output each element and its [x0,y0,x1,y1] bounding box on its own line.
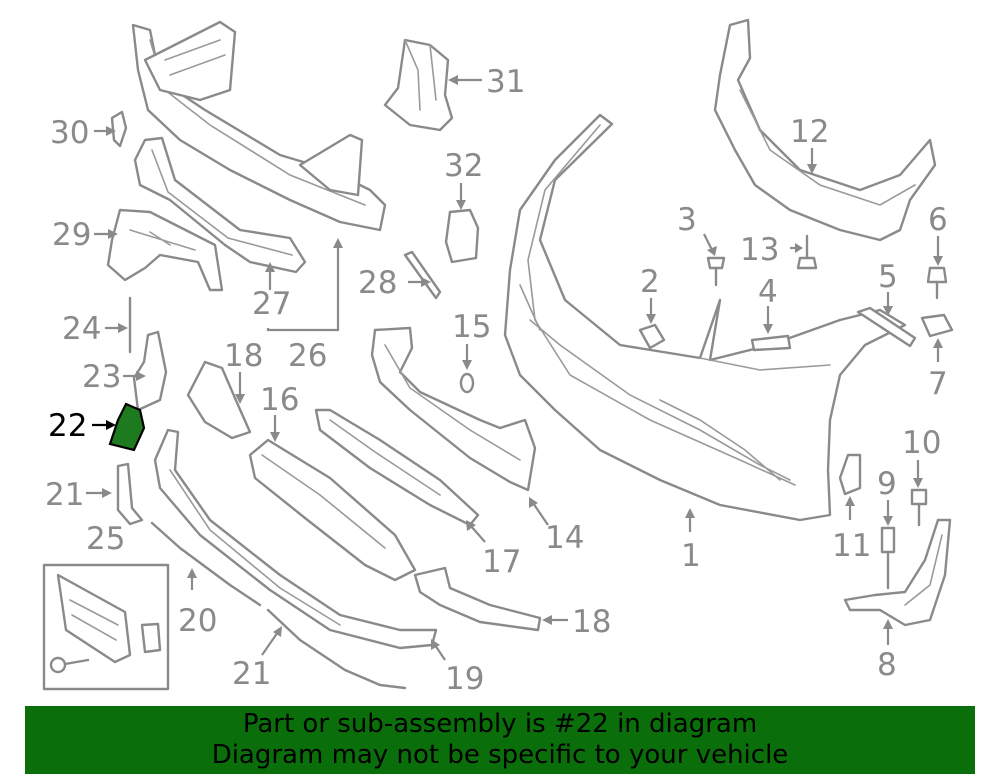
part-4-pad [750,334,792,352]
callout-23: 23 [82,359,121,395]
callout-19: 19 [445,661,484,697]
callout-18-upper: 18 [224,338,263,374]
part-23-bracket [132,330,168,412]
banner-line-1: Part or sub-assembly is #22 in diagram [242,709,758,739]
part-18-trim-upper [186,360,252,440]
callout-7: 7 [928,366,948,402]
callout-2: 2 [640,264,660,300]
part-31-bracket [383,38,454,132]
callout-22: 22 [48,408,87,444]
part-2-bracket [638,323,666,350]
callout-13: 13 [740,232,779,268]
callout-21-lower: 21 [232,656,271,692]
part-11-bracket [838,453,862,496]
part-30-clip [110,110,128,148]
part-9-fastener [880,526,896,590]
callout-labels: 31 30 32 29 27 26 28 24 23 22 21 18 16 1… [45,64,948,697]
parts-diagram: 31 30 32 29 27 26 28 24 23 22 21 18 16 1… [42,18,954,697]
part-3-clip [706,256,726,287]
part-21-clip-upper [116,462,144,526]
callout-28: 28 [358,265,397,301]
callout-31: 31 [486,64,525,100]
part-32-clip [444,208,480,264]
callout-18-lower: 18 [572,604,611,640]
callout-24: 24 [62,311,101,347]
callout-10: 10 [902,425,941,461]
callout-21-upper: 21 [45,477,84,513]
part-19-lower-grille [153,428,438,650]
callout-20: 20 [178,603,217,639]
part-10-clip [910,488,928,527]
part-18-trim-lower [413,566,542,632]
part-8-bracket [843,518,952,627]
callout-5: 5 [878,259,898,295]
info-banner: Part or sub-assembly is #22 in diagram D… [25,706,975,774]
callout-12: 12 [790,114,829,150]
callout-15: 15 [452,309,491,345]
callout-8: 8 [877,647,897,683]
callout-27: 27 [252,286,291,322]
callout-4: 4 [758,274,778,310]
part-14-reinforcement [370,326,537,492]
part-7-nut [920,313,954,338]
callout-26: 26 [288,338,327,374]
callout-leaders [86,75,943,661]
part-21-strip-lower [266,608,407,690]
callout-25: 25 [86,521,125,557]
part-16-grille [248,438,417,582]
part-17-absorber [314,408,480,527]
callout-17: 17 [482,544,521,580]
part-12-support [713,18,937,242]
part-13-bolt [796,234,818,270]
part-28-rod [403,250,442,300]
part-1-bumper-cover [503,113,907,522]
part-20-strip [150,521,262,607]
part-5-strip [856,306,917,348]
callout-6: 6 [928,202,948,238]
part-26-crossmember [131,20,387,232]
callout-30: 30 [50,115,89,151]
part-6-bolt [926,266,948,300]
banner-line-2: Diagram may not be specific to your vehi… [211,740,789,770]
callout-3: 3 [677,202,697,238]
part-27-crossmember [133,136,307,274]
part-22-bracket-highlighted [108,402,146,452]
part-15-grommet [459,372,475,394]
callout-11: 11 [832,528,871,564]
callout-9: 9 [877,466,897,502]
callout-29: 29 [52,217,91,253]
callout-32: 32 [444,148,483,184]
callout-14: 14 [545,520,584,556]
callout-16: 16 [260,382,299,418]
part-29-bracket [106,208,224,292]
part-25-plate-bracket-box [42,563,170,691]
callout-1: 1 [681,538,701,574]
